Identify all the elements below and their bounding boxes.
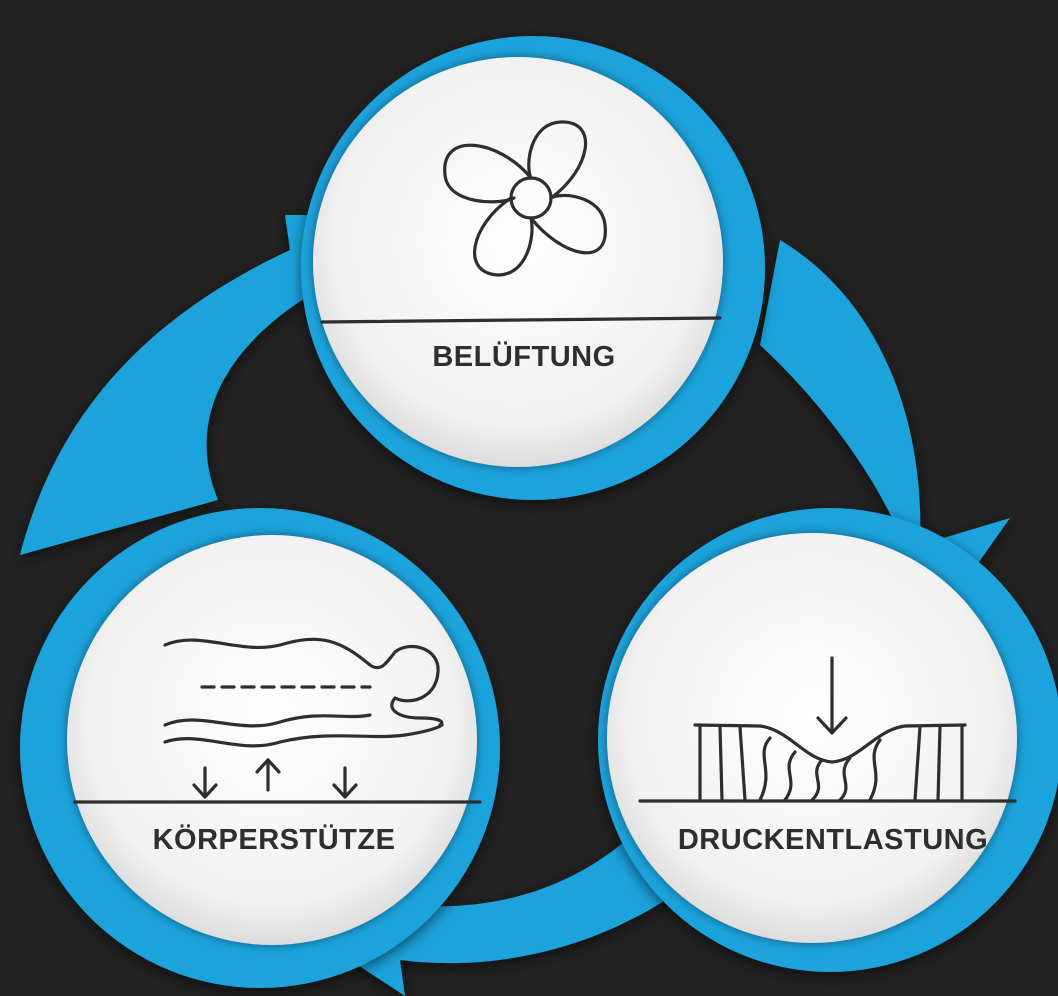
arrow-left-to-top	[20, 215, 380, 555]
body-support-icon	[163, 637, 444, 799]
node-label: BELÜFTUNG	[432, 340, 615, 373]
node-belueftung: BELÜFTUNG	[301, 36, 765, 500]
node-label: KÖRPERSTÜTZE	[153, 823, 396, 856]
node-druckentlastung: DRUCKENTLASTUNG	[598, 508, 1058, 972]
fan-icon	[443, 120, 607, 277]
node-divider	[320, 316, 722, 324]
node-label: DRUCKENTLASTUNG	[678, 824, 988, 856]
pressure-relief-icon	[693, 656, 967, 802]
node-koerperstuetze: KÖRPERSTÜTZE	[20, 508, 500, 988]
arrow-top-to-right	[760, 240, 1010, 620]
